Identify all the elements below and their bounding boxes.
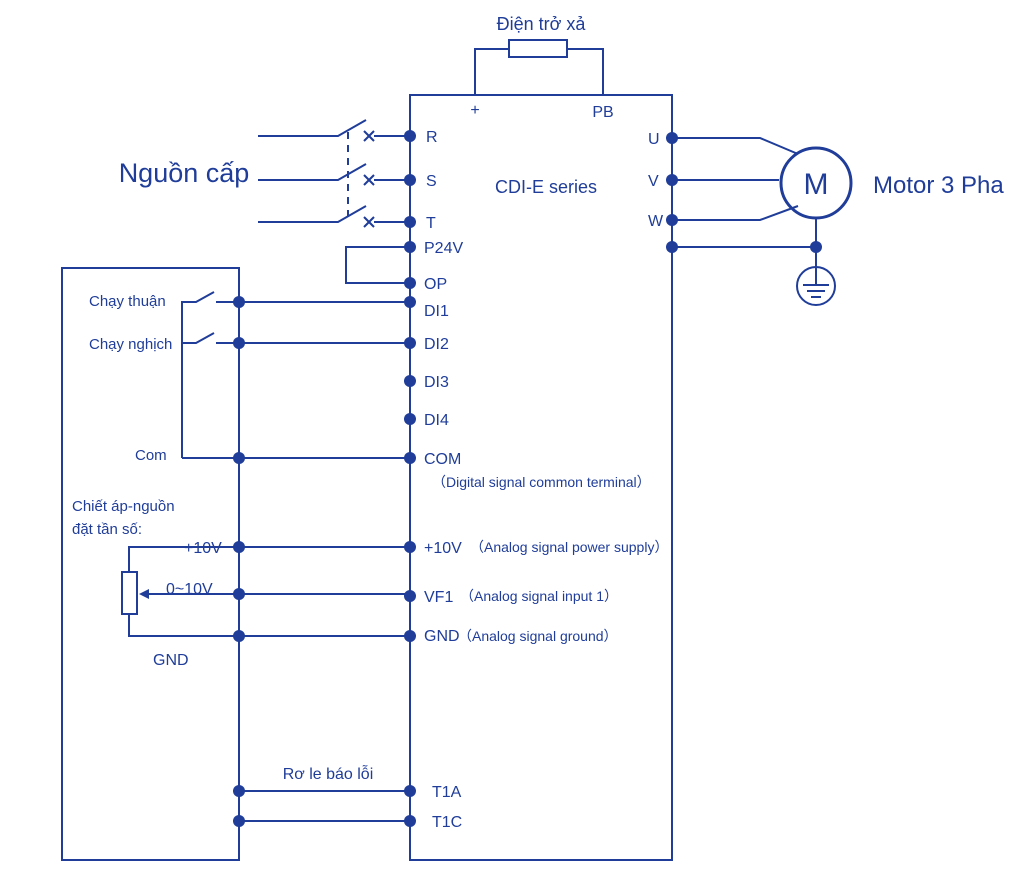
reverse-switch-label: Chạy nghịch: [89, 336, 172, 353]
terminal-op-dot: [404, 277, 416, 289]
resistor-wire-left: [474, 48, 509, 95]
phase-r-wire: [258, 119, 367, 137]
wiper-arrow-icon: [139, 589, 149, 599]
motor-wire-w: [672, 205, 799, 221]
forward-switch-label: Chạy thuận: [89, 293, 166, 310]
relay-label: Rơ le báo lỗi: [283, 764, 374, 783]
terminal-gnd-label: GND: [424, 628, 460, 645]
terminal-10v-desc: （Analog signal power supply）: [470, 539, 668, 555]
terminal-10v-label: +10V: [424, 540, 462, 557]
terminal-di2-label: DI2: [424, 336, 449, 353]
terminal-vf1-label: VF1: [424, 589, 453, 606]
terminal-t1a-label: T1A: [432, 784, 462, 801]
resistor-wire-right: [567, 48, 604, 95]
terminal-di1-label: DI1: [424, 303, 449, 320]
power-input: Nguồn cấp: [119, 119, 410, 228]
terminal-com-label: COM: [424, 451, 461, 468]
external-control: Chạy thuận Chạy nghịch Com Chiết áp-nguồ…: [61, 267, 410, 861]
braking-resistor: Điện trở xả: [474, 14, 604, 95]
phase-s-wire: [258, 163, 367, 181]
breaker-contact-s: [363, 174, 375, 186]
terminal-s-label: S: [426, 173, 437, 190]
left-terminals: R S T P24V OP DI1 DI2 DI3 DI4 COM （Digit…: [404, 129, 668, 831]
bus-dot-com: [233, 452, 245, 464]
p24v-op-jumper: [345, 246, 410, 284]
bus-dot-t1c: [233, 815, 245, 827]
ground-junction-dot: [810, 241, 822, 253]
terminal-vf1-dot: [404, 590, 416, 602]
resistor-symbol: [508, 39, 568, 58]
motor-symbol-letter: M: [804, 168, 829, 201]
terminal-v-label: V: [648, 173, 659, 190]
terminal-gnd-desc: （Analog signal ground）: [458, 628, 618, 644]
bus-dot-vf1: [233, 588, 245, 600]
motor-wire-u: [672, 137, 799, 155]
motor-label: Motor 3 Pha: [873, 172, 1004, 199]
terminal-pb-label: PB: [592, 104, 613, 121]
braking-resistor-label: Điện trở xả: [497, 14, 587, 34]
phase-t-wire: [258, 205, 367, 223]
breaker-contact-r: [363, 130, 375, 142]
pot-label-line2: đặt tần số:: [72, 521, 142, 538]
control-box: [61, 267, 240, 861]
reverse-switch: [182, 332, 215, 344]
ext-10v-label: +10V: [184, 540, 222, 557]
breaker-contact-t: [363, 216, 375, 228]
terminal-p24v-dot: [404, 241, 416, 253]
bus-dot-di1: [233, 296, 245, 308]
power-supply-label: Nguồn cấp: [119, 158, 250, 188]
ext-0-10v-label: 0~10V: [166, 581, 213, 598]
terminal-w-label: W: [648, 213, 664, 230]
pot-label-line1: Chiết áp-nguồn: [72, 498, 175, 515]
terminal-di4-label: DI4: [424, 412, 449, 429]
forward-switch: [181, 291, 215, 458]
terminal-plus-label: +: [470, 102, 479, 119]
terminal-di3-label: DI3: [424, 374, 449, 391]
terminal-s-dot: [404, 174, 416, 186]
terminal-u-label: U: [648, 131, 660, 148]
ext-gnd-label: GND: [153, 652, 189, 669]
terminal-r-dot: [404, 130, 416, 142]
terminal-com-desc: （Digital signal common terminal）: [432, 474, 651, 490]
terminal-di3-dot: [404, 375, 416, 387]
terminal-di4-dot: [404, 413, 416, 425]
gnd-wire: [128, 614, 410, 637]
motor-output: U V W M Motor 3 Pha: [648, 131, 1004, 306]
terminal-t-label: T: [426, 215, 436, 232]
pot-top-wire: [128, 546, 239, 572]
terminal-t-dot: [404, 216, 416, 228]
potentiometer-symbol: [121, 571, 138, 615]
inverter-box: [409, 94, 673, 861]
terminal-r-label: R: [426, 129, 438, 146]
bus-dot-gnd: [233, 630, 245, 642]
bus-dot-di2: [233, 337, 245, 349]
terminal-op-label: OP: [424, 276, 447, 293]
com-ext-label: Com: [135, 447, 167, 464]
terminal-t1c-label: T1C: [432, 814, 462, 831]
bus-dot-t1a: [233, 785, 245, 797]
terminal-p24v-label: P24V: [424, 240, 463, 257]
ground-icon: [796, 266, 836, 306]
series-label: CDI-E series: [495, 177, 597, 197]
bus-dot-10v: [233, 541, 245, 553]
terminal-vf1-desc: （Analog signal input 1）: [460, 588, 618, 604]
